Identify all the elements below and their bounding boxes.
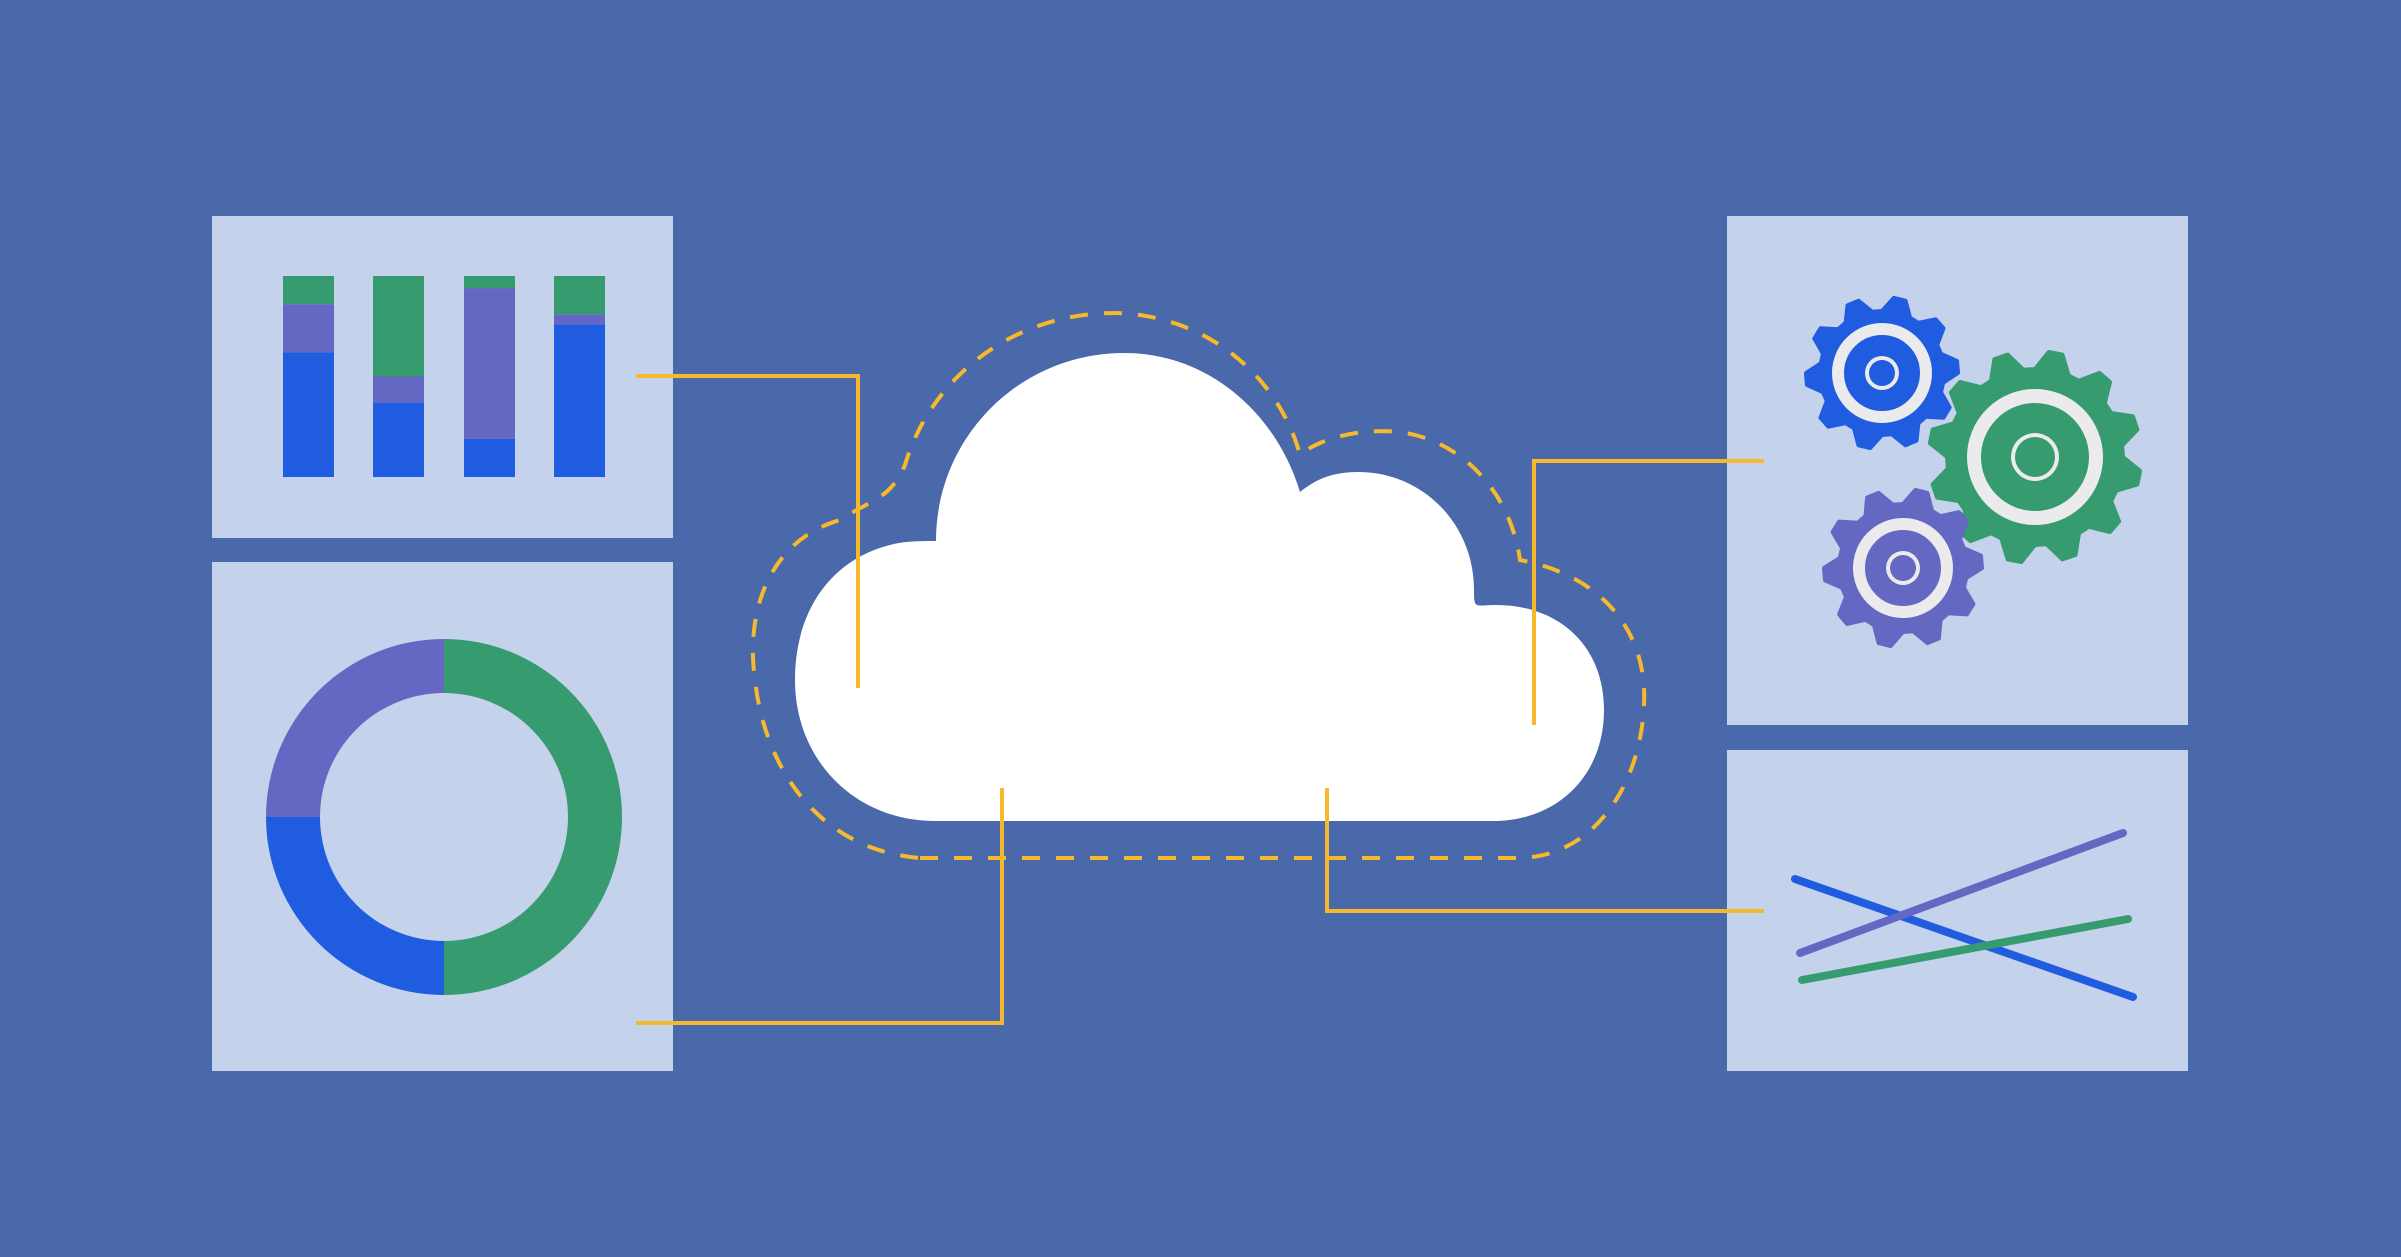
line-chart-panel [1727, 750, 2188, 1071]
gears-icon [1804, 295, 2143, 648]
line-chart-icon [1791, 829, 2137, 1001]
bar-4-purple-segment [554, 314, 605, 325]
bar-1-green-segment [283, 276, 334, 305]
bar-2-green-segment [373, 276, 424, 377]
cloud-dashed-outline [750, 310, 1647, 860]
bar-4-blue-segment [554, 324, 605, 477]
bar-1-purple-segment [283, 304, 334, 353]
donut-segment-green [444, 639, 622, 995]
donut-chart-icon [266, 639, 622, 995]
bar-3-green-segment [464, 276, 515, 289]
donut-segment-purple [266, 639, 444, 817]
connector-bar-panel [636, 374, 860, 688]
line-series-green [1798, 915, 2132, 984]
line-series-purple [1796, 829, 2127, 957]
bar-3-blue-segment [464, 438, 515, 477]
gear-green-icon [1927, 349, 2143, 565]
connector-line-panel [1325, 788, 1764, 913]
connector-gears-panel [1532, 459, 1764, 725]
cloud-icon [795, 353, 1604, 821]
donut-segment-blue [266, 817, 444, 995]
bar-3-purple-segment [464, 288, 515, 439]
bar-2-blue-segment [373, 402, 424, 477]
gear-blue-icon [1804, 295, 1960, 451]
connector-donut-panel [636, 788, 1004, 1025]
line-series-blue [1791, 875, 2137, 1001]
connector-lines [636, 374, 1764, 1025]
stacked-bar-chart-icon [283, 276, 605, 477]
bar-1-blue-segment [283, 352, 334, 477]
bar-4-green-segment [554, 276, 605, 315]
gear-purple-icon [1822, 488, 1984, 648]
bar-2-purple-segment [373, 376, 424, 403]
